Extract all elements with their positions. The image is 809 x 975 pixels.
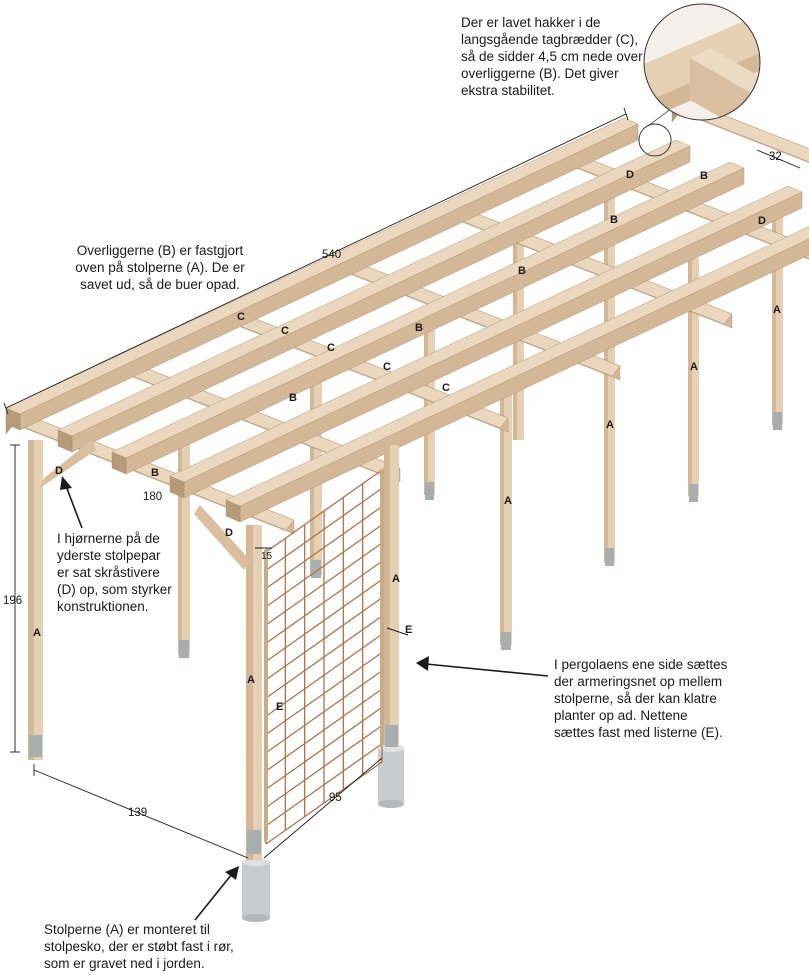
rebar-horizontal	[265, 487, 383, 571]
rebar-horizontal	[265, 743, 383, 827]
roof-board	[111, 161, 745, 475]
rebar-horizontal	[265, 670, 383, 754]
label-a: A	[504, 495, 512, 507]
label-b: B	[151, 467, 159, 479]
rebar-horizontal	[265, 542, 383, 626]
label-c: C	[442, 382, 450, 394]
roof-board	[225, 226, 809, 523]
dimension-height: 196	[3, 595, 22, 607]
rebar-horizontal	[265, 524, 383, 608]
brace	[194, 505, 250, 570]
label-a: A	[247, 674, 255, 686]
note-notches: Der er lavet hakker i de langsgående tag…	[461, 15, 643, 98]
label-b: B	[415, 322, 423, 334]
label-d: D	[758, 215, 766, 227]
list	[264, 548, 268, 842]
label-a: A	[392, 573, 400, 585]
post	[500, 375, 512, 650]
list	[380, 468, 384, 747]
label-d: D	[626, 169, 634, 181]
note-posts: Stolperne (A) er monteret til stolpesko,…	[44, 922, 234, 971]
rebar-horizontal	[265, 651, 383, 736]
board-top	[111, 161, 745, 459]
label-d: D	[225, 527, 233, 539]
brace	[40, 440, 96, 488]
roof-board	[57, 139, 691, 453]
dimension-length: 540	[322, 249, 341, 261]
rebar-horizontal	[265, 724, 383, 809]
note-mesh: I pergolaens ene side sættes der armerin…	[554, 657, 728, 740]
front-posts	[28, 440, 399, 860]
dimension-depth: 139	[128, 807, 147, 819]
dimension-lines	[3, 107, 801, 859]
rebar-horizontal	[265, 706, 383, 790]
label-b: B	[518, 265, 526, 277]
label-a: A	[773, 304, 781, 316]
board-top	[169, 185, 803, 483]
concrete-tube-front	[242, 858, 270, 922]
board-top	[5, 117, 639, 415]
dimension-overhang: 15	[261, 551, 273, 562]
dimension-mesh-width: 95	[329, 792, 342, 804]
post-front-right	[246, 525, 262, 860]
roof-board	[5, 117, 639, 431]
label-c: C	[237, 311, 245, 323]
label-b: B	[610, 214, 618, 226]
post	[688, 258, 699, 502]
rebar-horizontal	[265, 615, 383, 699]
board-top	[225, 226, 809, 507]
post-mesh-right	[384, 445, 399, 747]
mounting-lists	[264, 468, 384, 842]
roof-board	[169, 185, 803, 499]
dimension-post-spacing: 32	[769, 151, 782, 163]
board-top	[57, 139, 691, 437]
braces	[40, 440, 250, 570]
rebar-horizontal	[265, 597, 383, 681]
dimension-labels: 540 180 32 196 139 95 15	[3, 151, 782, 819]
rebar-horizontal	[265, 688, 383, 772]
rebar-horizontal	[265, 560, 383, 644]
label-b: B	[700, 170, 708, 182]
label-e: E	[405, 624, 412, 636]
label-c: C	[383, 361, 391, 373]
note-crossbeams: Overliggerne (B) er fastgjort oven på st…	[75, 243, 245, 292]
roof-boards	[5, 117, 809, 523]
label-a: A	[33, 627, 41, 639]
pointer-arrows	[60, 476, 549, 921]
rebar-horizontal	[265, 469, 383, 553]
label-d: D	[55, 465, 63, 477]
dimension-width-top: 180	[143, 491, 162, 503]
label-e: E	[276, 701, 283, 713]
label-a: A	[690, 361, 698, 373]
label-c: C	[327, 342, 335, 354]
rebar-horizontal	[265, 505, 383, 590]
post-front-left	[28, 440, 43, 760]
rebar-mesh	[265, 469, 383, 845]
label-c: C	[281, 325, 289, 337]
post	[772, 205, 783, 430]
label-a: A	[606, 419, 614, 431]
note-braces: I hjørnerne på de yderste stolpepar er s…	[57, 531, 172, 614]
rebar-horizontal	[265, 633, 383, 717]
rebar-horizontal	[265, 761, 383, 845]
rebar-horizontal	[265, 578, 383, 663]
part-labels: A A A A A A A B B B B B B C C C C C D D …	[33, 169, 781, 713]
label-b: B	[289, 392, 297, 404]
